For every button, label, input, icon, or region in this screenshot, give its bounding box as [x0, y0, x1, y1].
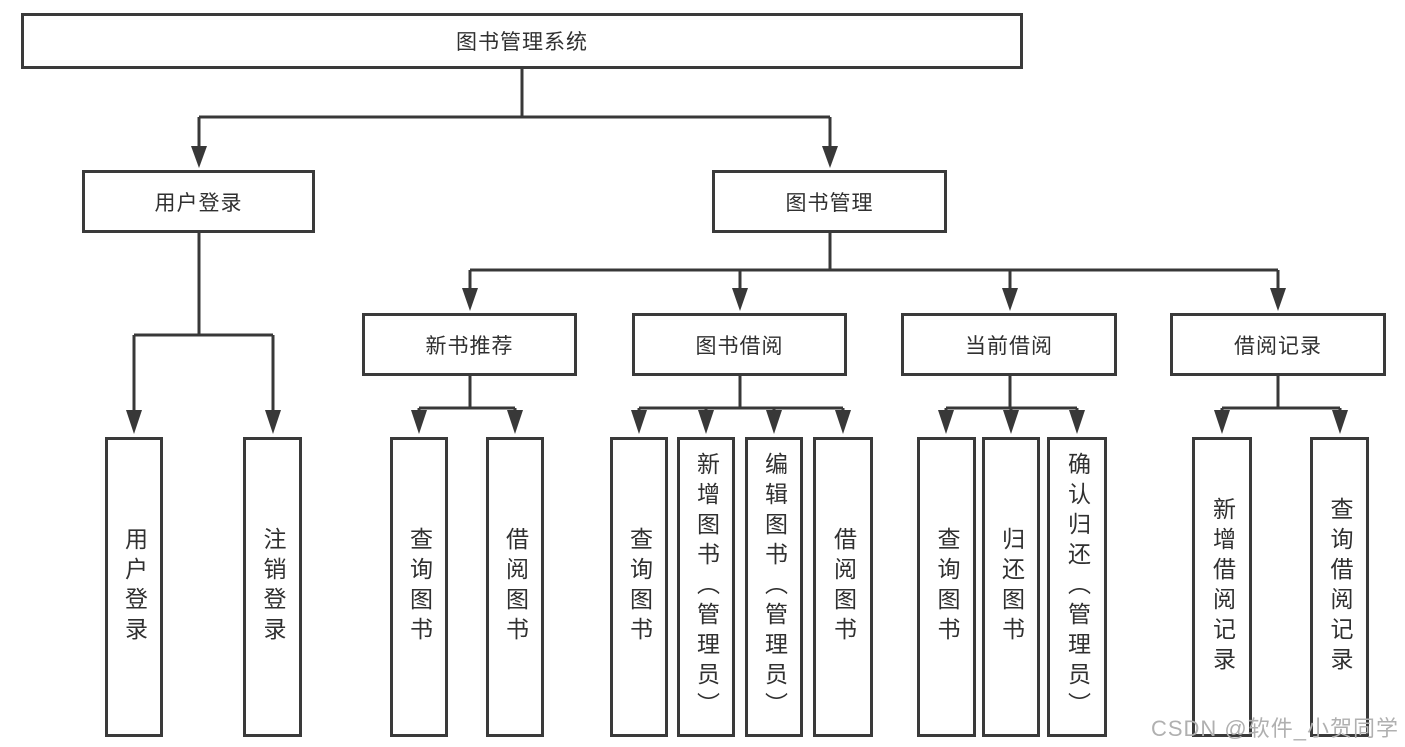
node-book-management: 图书管理	[712, 170, 947, 233]
leaf-user-login: 用户登录	[105, 437, 163, 737]
leaf-query-books-borrow: 查询图书	[610, 437, 668, 737]
arrowheads	[126, 146, 1348, 434]
node-root-library-system: 图书管理系统	[21, 13, 1023, 69]
leaf-logout: 注销登录	[243, 437, 302, 737]
leaf-confirm-return-admin: 确认归还（管理员）	[1047, 437, 1107, 737]
leaf-add-books-admin: 新增图书（管理员）	[677, 437, 735, 737]
leaf-add-borrow-record: 新增借阅记录	[1192, 437, 1252, 737]
leaf-return-books: 归还图书	[982, 437, 1040, 737]
node-user-login: 用户登录	[82, 170, 315, 233]
leaf-borrow-books: 借阅图书	[813, 437, 873, 737]
leaf-query-books-current: 查询图书	[917, 437, 976, 737]
node-borrowing-records: 借阅记录	[1170, 313, 1386, 376]
node-new-book-recommend: 新书推荐	[362, 313, 577, 376]
node-current-borrowing: 当前借阅	[901, 313, 1117, 376]
node-book-borrowing: 图书借阅	[632, 313, 847, 376]
leaf-edit-books-admin: 编辑图书（管理员）	[745, 437, 803, 737]
csdn-watermark: CSDN @软件_小贺同学	[1150, 716, 1399, 741]
leaf-query-books-newbooks: 查询图书	[390, 437, 448, 737]
leaf-borrow-books-newbooks: 借阅图书	[486, 437, 544, 737]
connector-lines	[132, 69, 1342, 412]
leaf-query-borrow-record: 查询借阅记录	[1310, 437, 1369, 737]
